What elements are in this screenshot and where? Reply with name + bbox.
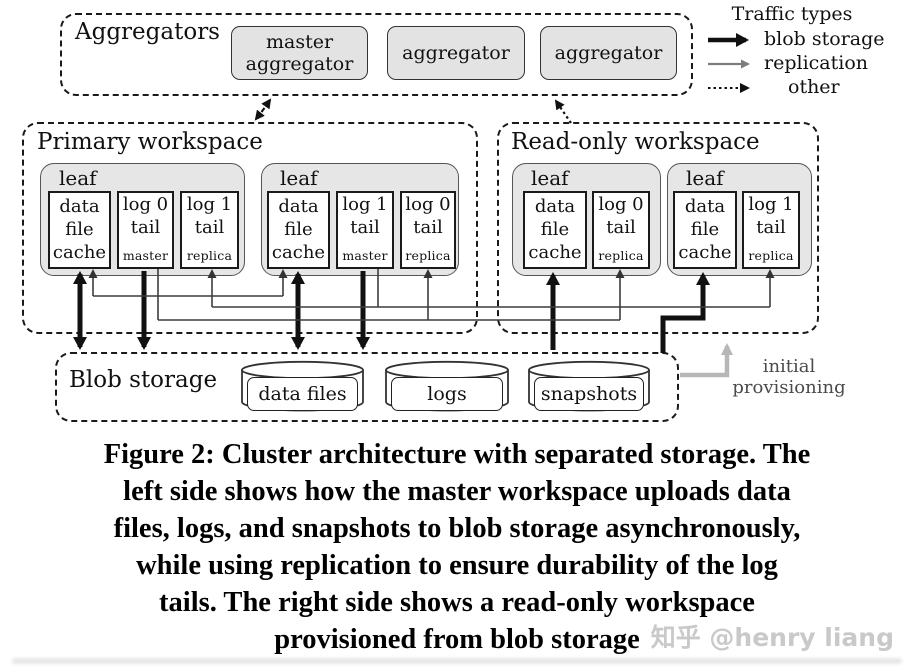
- readonly-leaf-2-log1-tail-replica: log 1 tail replica: [742, 191, 800, 269]
- data-files-cylinder: data files: [240, 360, 365, 412]
- caption-line-1: Figure 2: Cluster architecture with sepa…: [103, 439, 811, 470]
- legend-title: Traffic types: [731, 3, 853, 25]
- log-role: replica: [748, 248, 794, 264]
- cache-line: file: [690, 219, 720, 241]
- caption-line-5: tails. The right side shows a read-only …: [159, 587, 755, 618]
- readonly-workspace-label: Read-only workspace: [511, 129, 760, 155]
- logs-label: logs: [391, 377, 503, 411]
- aggregator-workspace-arrow-down: [254, 109, 265, 121]
- log-line: tail: [350, 216, 380, 238]
- snapshots-label: snapshots: [534, 377, 644, 411]
- master-aggregator-label: master aggregator: [245, 30, 354, 75]
- log-role: replica: [598, 248, 644, 264]
- aggregator-label-1: aggregator: [402, 41, 510, 64]
- log-line: log 0: [405, 194, 451, 215]
- primary-leaf-2-label: leaf: [280, 166, 318, 190]
- initial-provisioning-arrow: [680, 343, 733, 378]
- aggregator-label-2: aggregator: [554, 41, 663, 64]
- initial-provisioning-line2: provisioning: [732, 377, 846, 398]
- log-role: replica: [405, 248, 451, 264]
- cache-line: data: [278, 196, 319, 218]
- aggregators-label: Aggregators: [75, 19, 220, 45]
- cache-line: file: [540, 219, 570, 241]
- primary-leaf-2-log1-tail-master: log 1 tail master: [336, 191, 394, 269]
- blob-storage-box: Blob storage: [55, 352, 679, 422]
- aggregators-group-box: Aggregators: [60, 13, 693, 96]
- initial-provisioning-label: initial provisioning: [728, 356, 850, 398]
- cache-line: cache: [678, 241, 732, 263]
- master-aggregator-node: master aggregator: [231, 26, 368, 80]
- initial-provisioning-line1: initial: [762, 356, 816, 377]
- log-line: tail: [756, 216, 786, 238]
- log-role: replica: [186, 248, 233, 264]
- snapshots-cylinder: snapshots: [527, 360, 651, 412]
- caption-line-6: provisioned from blob storage: [274, 624, 640, 655]
- aggregator-node-1: aggregator: [387, 26, 525, 80]
- log-line: tail: [194, 216, 225, 238]
- readonly-leaf-1-data-file-cache: data file cache: [523, 191, 587, 269]
- legend-item-blob-storage: blob storage: [764, 28, 885, 50]
- readonly-leaf-1-log0-tail-replica: log 0 tail replica: [592, 191, 650, 269]
- primary-leaf-2-data-file-cache: data file cache: [267, 191, 330, 269]
- bottom-artifact-band: [12, 658, 902, 664]
- log-line: tail: [413, 216, 443, 238]
- log-role: master: [122, 248, 169, 264]
- cache-line: cache: [271, 241, 326, 263]
- readonly-leaf-1-label: leaf: [531, 166, 569, 190]
- readonly-workspace-box: Read-only workspace: [497, 122, 819, 334]
- primary-leaf-1-log0-tail-master: log 0 tail master: [117, 191, 174, 269]
- cache-line: file: [284, 219, 313, 241]
- legend-arrow-samples: [708, 33, 750, 93]
- log-line: log 0: [122, 194, 169, 215]
- readonly-leaf-2-data-file-cache: data file cache: [673, 191, 737, 269]
- cache-line: data: [59, 196, 100, 218]
- legend-item-replication: replication: [764, 52, 868, 74]
- caption-line-3: files, logs, and snapshots to blob stora…: [113, 513, 801, 544]
- log-line: log 1: [186, 194, 233, 215]
- blob-storage-label: Blob storage: [69, 367, 218, 393]
- logs-cylinder: logs: [384, 360, 510, 412]
- readonly-leaf-2-label: leaf: [686, 166, 724, 190]
- readonly-to-aggregator-arrow: [554, 99, 572, 124]
- cache-line: data: [534, 196, 576, 218]
- aggregator-node-2: aggregator: [540, 26, 677, 80]
- primary-workspace-box: Primary workspace: [22, 122, 478, 334]
- cache-line: cache: [52, 241, 107, 263]
- data-files-label: data files: [247, 377, 358, 411]
- log-line: log 1: [342, 194, 388, 215]
- zhihu-watermark: 知乎 @henry liang: [650, 623, 894, 652]
- cache-line: file: [65, 219, 94, 241]
- cache-line: data: [684, 196, 726, 218]
- primary-leaf-1-log1-tail-replica: log 1 tail replica: [180, 191, 239, 269]
- log-line: tail: [606, 216, 636, 238]
- log-line: tail: [130, 216, 161, 238]
- primary-leaf-2-log0-tail-replica: log 0 tail replica: [400, 191, 456, 269]
- caption-line-2: left side shows how the master workspace…: [123, 476, 791, 507]
- primary-leaf-1-label: leaf: [59, 166, 97, 190]
- log-line: log 1: [748, 194, 794, 215]
- figure-caption: Figure 2: Cluster architecture with sepa…: [0, 436, 914, 658]
- other-traffic-arrows: [254, 98, 572, 124]
- cache-line: cache: [528, 241, 582, 263]
- log-role: master: [342, 248, 388, 264]
- aggregator-workspace-arrow-up: [261, 98, 272, 111]
- log-line: log 0: [598, 194, 644, 215]
- primary-workspace-label: Primary workspace: [37, 129, 263, 155]
- legend-item-other: other: [788, 76, 840, 98]
- caption-line-4: while using replication to ensure durabi…: [136, 550, 778, 581]
- primary-leaf-1-data-file-cache: data file cache: [48, 191, 111, 269]
